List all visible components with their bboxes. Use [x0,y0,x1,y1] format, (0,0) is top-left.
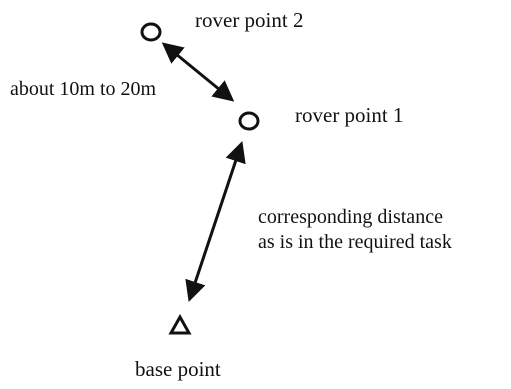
rover-point-2-label: rover point 2 [195,8,304,32]
distance-arrow-rover2-rover1 [161,42,235,102]
rover-point-2-marker [140,22,162,42]
distance-label-rover1-base-line1: corresponding distance [258,206,443,228]
rover-point-1-marker [238,111,260,131]
base-point-label: base point [135,357,221,381]
distance-label-rover2-rover1: about 10m to 20m [10,78,157,100]
base-point-marker [168,313,192,335]
distance-arrow-rover1-base [185,141,246,302]
rover-point-1-label: rover point 1 [295,103,404,127]
distance-label-rover1-base-line2: as is in the required task [258,231,452,253]
